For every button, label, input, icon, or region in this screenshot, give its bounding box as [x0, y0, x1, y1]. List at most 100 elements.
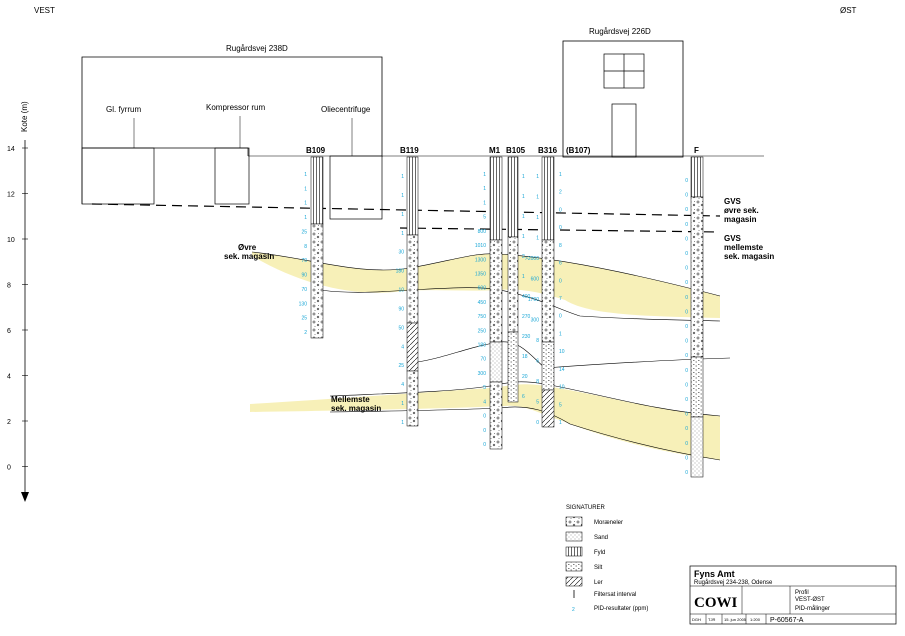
pid-value: 90 [301, 273, 307, 279]
borehole-b316 [541, 156, 555, 428]
pid-value: 1 [522, 234, 525, 240]
pid-value: 0 [536, 420, 539, 426]
svg-text:mellemste: mellemste [724, 243, 764, 252]
pid-value: 1 [483, 186, 486, 192]
pid-value: 300 [478, 371, 487, 377]
pid-value: 0 [685, 441, 688, 447]
pid-value: 0 [559, 225, 562, 231]
legend-pid-sample: 2 [572, 607, 575, 613]
middle-aquifer-label: Mellemste sek. magasin [331, 395, 381, 413]
left-building-name: Rugårdsvej 238D [226, 44, 288, 53]
pid-value: 70 [301, 258, 307, 264]
borehole-b105 [507, 156, 519, 403]
pid-value: 600 [478, 286, 487, 292]
pid-value: 8 [536, 338, 539, 344]
pid-value: 0 [685, 397, 688, 403]
pid-value: 1 [483, 172, 486, 178]
pid-value: 5 [536, 400, 539, 406]
pid-value: 0 [685, 470, 688, 476]
svg-text:Mellemste: Mellemste [331, 395, 370, 404]
pid-value: 1 [483, 200, 486, 206]
borehole-label-b107: (B107) [566, 146, 591, 155]
pid-value: 0 [685, 178, 688, 184]
pid-value: 0 [483, 442, 486, 448]
svg-text:Øvre: Øvre [238, 243, 257, 252]
borehole-b119 [406, 156, 419, 427]
borehole-label-b109: B109 [306, 146, 326, 155]
pid-value: 0 [685, 222, 688, 228]
pid-value: 4 [483, 399, 486, 405]
pid-value: 25 [398, 363, 404, 369]
svg-text:øvre sek.: øvre sek. [724, 206, 759, 215]
legend-swatch-fyld [565, 546, 583, 557]
pid-value: 70 [301, 287, 307, 293]
pid-value: 0 [685, 324, 688, 330]
drawing-date: 15. jun 2005 [724, 617, 747, 622]
pid-value: 180 [478, 343, 487, 349]
pid-value: 800 [478, 229, 487, 235]
axis-label: Kote (m) [20, 101, 29, 132]
legend: SIGNATURER Moræneler Sand Fyld Silt Ler … [565, 505, 648, 613]
pid-value: 300 [531, 318, 540, 324]
pid-value: 30 [398, 250, 404, 256]
company-logo: COWI [694, 595, 738, 611]
borehole-f [690, 156, 704, 478]
legend-item-sand: Sand [594, 535, 608, 541]
pid-value: 10 [398, 288, 404, 294]
pid-value: 1 [401, 193, 404, 199]
pid-value: 1 [522, 194, 525, 200]
pid-value: 70 [480, 357, 486, 363]
pid-value: 400 [522, 294, 531, 300]
axis-arrow-icon [21, 492, 29, 502]
pid-value: 14 [559, 367, 565, 373]
pid-value: 0 [685, 193, 688, 199]
legend-swatch-sand [565, 531, 583, 542]
axis-tick-label: 12 [7, 192, 15, 199]
legend-item-fyld: Fyld [594, 550, 605, 556]
pid-value: 2 [304, 330, 307, 336]
room-label-kompressor: Kompressor rum [206, 103, 265, 112]
pid-value: 1 [304, 186, 307, 192]
borehole-label-m1: M1 [489, 146, 501, 155]
pid-value: 0 [559, 278, 562, 284]
legend-item-pid: PID-resultater (ppm) [594, 606, 648, 612]
legend-item-morene: Moræneler [594, 520, 623, 526]
pid-value: 1 [536, 195, 539, 201]
axis-tick-label: 6 [7, 328, 11, 335]
pid-value: 1 [559, 420, 562, 426]
drawing-scale: 1:200 [750, 617, 761, 622]
pid-value: 8 [536, 379, 539, 385]
pid-value: 1 [304, 215, 307, 221]
pid-value: 180 [396, 269, 405, 275]
pid-value: 10 [559, 385, 565, 391]
svg-text:sek. magasin: sek. magasin [331, 404, 381, 413]
pid-value: 4 [401, 344, 404, 350]
axis-tick-label: 0 [7, 465, 11, 472]
pid-value: 0 [685, 412, 688, 418]
borehole-label-f: F [694, 146, 699, 155]
pid-value: 0 [685, 382, 688, 388]
pid-value: 2 [522, 254, 525, 260]
pid-value: 1 [401, 401, 404, 407]
pid-value: >2000 [525, 256, 539, 262]
middle-aquifer-band [250, 384, 720, 460]
pid-value: 6 [522, 394, 525, 400]
initials-1: DGH [692, 617, 701, 622]
pid-values-m1: 1115800101013001350600450750250180703005… [475, 172, 486, 448]
pid-value: 25 [301, 229, 307, 235]
gvs-middle-line [399, 227, 721, 233]
door-icon [611, 103, 637, 158]
client-name: Fyns Amt [694, 569, 735, 579]
pid-value: 0 [685, 455, 688, 461]
drawing-title-3: PID-målinger [795, 605, 830, 612]
title-block: Fyns Amt Rugårdsvej 234-238, Odense COWI… [689, 565, 897, 625]
upper-aquifer-band [252, 252, 720, 318]
pid-value: 600 [531, 277, 540, 283]
pid-value: 1 [536, 236, 539, 242]
upper-aquifer-label: Øvre sek. magasin [224, 243, 274, 261]
